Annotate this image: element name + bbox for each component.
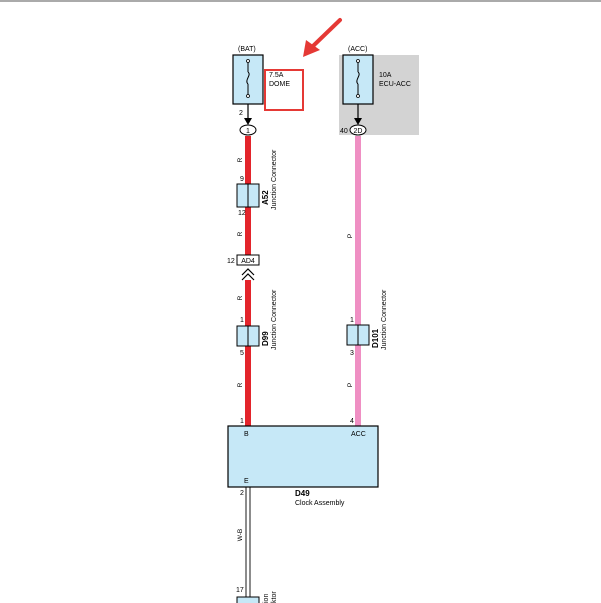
ecu-acc-fuse-name: ECU-ACC [379, 81, 411, 88]
clock-pin-acc: 4 [350, 418, 354, 425]
wire-code-r-3: R [237, 295, 244, 300]
a52-id: A52 [261, 190, 270, 205]
a52-label: Junction Connector [271, 149, 278, 210]
dome-fuse[interactable] [232, 54, 264, 105]
wire-code-r-1: R [237, 157, 244, 162]
clock-pin-e: 2 [240, 490, 244, 497]
ecu-acc-fuse[interactable] [342, 54, 374, 105]
bat-source-label: (BAT) [238, 46, 256, 53]
clock-assembly[interactable] [227, 425, 379, 488]
clock-terminal-acc: ACC [351, 431, 366, 438]
bat-fuse-pin: 2 [239, 110, 243, 117]
wire-code-p-1: P [347, 234, 354, 238]
acc-source-label: (ACC) [348, 46, 367, 53]
d101-connector[interactable] [346, 324, 370, 346]
ground-wire[interactable] [245, 487, 251, 598]
d99-label: Junction Connector [271, 289, 278, 350]
clock-pin-b: 1 [240, 418, 244, 425]
wire-code-r-4: R [237, 382, 244, 387]
a52-pin-top: 9 [240, 176, 244, 183]
dome-fuse-name: DOME [269, 81, 290, 88]
clock-terminal-e: E [244, 478, 249, 485]
annotation-arrow-icon [303, 18, 342, 57]
chevron-up-icon [241, 268, 255, 281]
d99-pin-top: 1 [240, 317, 244, 324]
clock-terminal-b: B [244, 431, 249, 438]
red-wire[interactable] [245, 136, 251, 426]
ad4-id: AD4 [241, 258, 255, 265]
d99-id: D99 [261, 331, 270, 346]
wire-code-wb: W-B [237, 529, 244, 542]
bottom-connector[interactable] [236, 596, 260, 603]
ad4-connector[interactable] [236, 254, 260, 266]
clock-id: D49 [295, 489, 310, 498]
wire-code-r-2: R [237, 231, 244, 236]
a52-connector[interactable] [236, 183, 260, 208]
connector-2d[interactable] [349, 124, 367, 136]
acc-fuse-pin: 40 [340, 128, 348, 135]
bottom-connector-pin: 17 [236, 587, 244, 594]
d101-pin-top: 1 [350, 317, 354, 324]
connector-1-label: 1 [246, 128, 250, 135]
acc-arrow-icon [354, 118, 362, 125]
bat-arrow-icon [244, 118, 252, 125]
highlight-box [264, 69, 304, 111]
connector-1[interactable] [239, 124, 257, 136]
a52-pin-bottom: 12 [238, 210, 246, 217]
ecu-acc-fuse-rating: 10A [379, 72, 392, 79]
connector-2d-label: 2D [354, 128, 363, 135]
clock-name: Clock Assembly [295, 500, 345, 507]
wire-code-p-2: P [347, 383, 354, 387]
d99-connector[interactable] [236, 325, 260, 347]
bottom-connector-label: ktor [271, 591, 278, 603]
bottom-connector-label-2: ion [263, 594, 270, 603]
d101-id: D101 [371, 328, 380, 348]
d101-label: Junction Connector [381, 289, 388, 350]
dome-fuse-rating: 7.5A [269, 72, 284, 79]
pink-wire[interactable] [355, 136, 361, 426]
d99-pin-bottom: 5 [240, 350, 244, 357]
ad4-pin: 12 [227, 258, 235, 265]
d101-pin-bottom: 3 [350, 350, 354, 357]
